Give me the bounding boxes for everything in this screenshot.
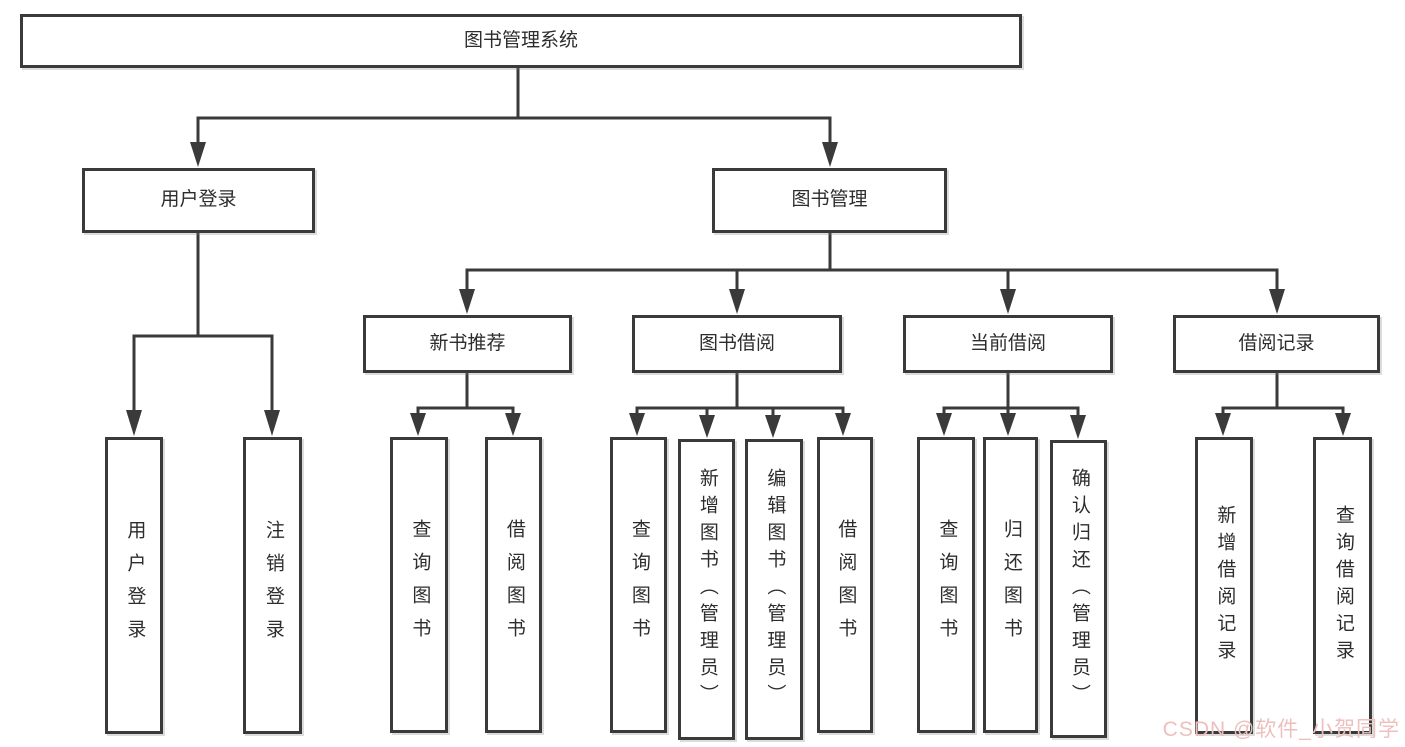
node-return-books: 归还图书 xyxy=(983,437,1038,733)
node-borrowing-records: 借阅记录 xyxy=(1173,315,1380,373)
node-query-books-borrow: 查询图书 xyxy=(610,437,667,733)
node-book-borrowing: 图书借阅 xyxy=(632,315,842,373)
node-add-books-admin: 新增图书（管理员） xyxy=(678,439,735,740)
node-logout-leaf: 注销登录 xyxy=(243,437,302,734)
node-add-borrow-record: 新增借阅记录 xyxy=(1195,437,1253,734)
node-query-borrow-record: 查询借阅记录 xyxy=(1313,437,1372,734)
node-new-book-recommend: 新书推荐 xyxy=(363,315,572,373)
connector-current-borrow-to-leaves xyxy=(936,373,1086,439)
watermark: CSDN @软件_小贺同学 xyxy=(1162,718,1400,741)
node-query-books-current: 查询图书 xyxy=(917,437,975,733)
connector-new-books-to-leaves xyxy=(410,373,521,436)
node-borrow-books-leaf: 借阅图书 xyxy=(817,437,873,733)
node-confirm-return-admin: 确认归还（管理员） xyxy=(1050,440,1107,738)
node-library-management-system: 图书管理系统 xyxy=(20,14,1022,68)
connector-root-to-level2 xyxy=(190,68,838,167)
node-query-books-recommend: 查询图书 xyxy=(390,437,448,733)
connector-user-login-to-leaves xyxy=(126,233,280,436)
node-borrow-books-recommend: 借阅图书 xyxy=(485,437,542,733)
node-edit-books-admin: 编辑图书（管理员） xyxy=(745,439,803,740)
node-current-borrowing: 当前借阅 xyxy=(903,315,1113,373)
connector-book-borrow-to-leaves xyxy=(629,373,851,438)
connector-borrow-records-to-leaves xyxy=(1215,373,1351,436)
node-user-login-branch: 用户登录 xyxy=(82,168,315,233)
node-book-management: 图书管理 xyxy=(712,168,947,233)
node-user-login-leaf: 用户登录 xyxy=(105,437,163,734)
connector-book-mgmt-to-level3 xyxy=(459,233,1285,314)
